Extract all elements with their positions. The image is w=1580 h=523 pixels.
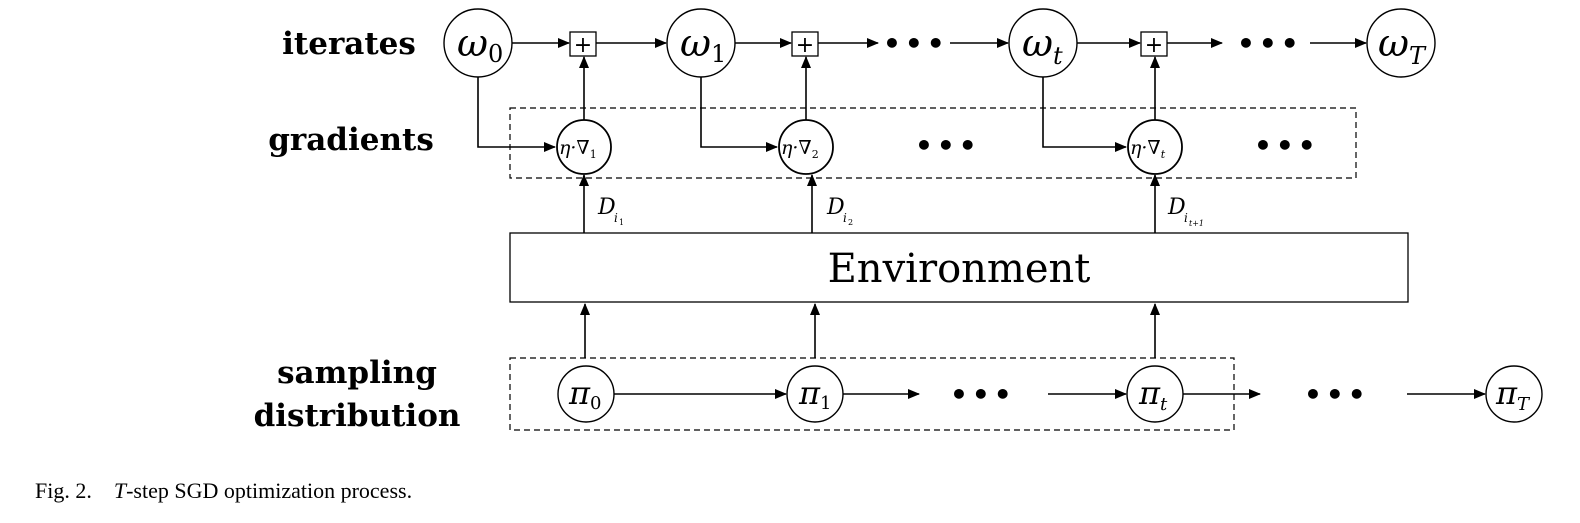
plus-box-1: +	[569, 31, 597, 58]
arrow-w0-grad1	[477, 77, 556, 152]
iterate-symbol: ω	[1022, 21, 1053, 65]
svg-text:π0: π0	[568, 374, 601, 414]
iterate-symbol: ω	[457, 21, 488, 65]
svg-text:πt: πt	[1138, 374, 1168, 415]
iterates-label: iterates	[282, 26, 416, 62]
svg-text:πT: πT	[1495, 374, 1531, 415]
iterate-node-wT: ωT	[1366, 8, 1436, 78]
svg-text:D: D	[826, 195, 845, 220]
svg-text:2: 2	[848, 218, 853, 227]
iterate-node-w1: ω1	[666, 8, 736, 78]
svg-text:ω1: ω1	[680, 21, 726, 68]
svg-text:π1: π1	[798, 374, 831, 414]
iterate-node-w0: ω0	[443, 8, 513, 78]
environment-box	[509, 232, 1409, 303]
iterate-symbol: ω	[680, 21, 711, 65]
iterates-ellipsis-1: •••	[883, 27, 949, 60]
svg-text:+: +	[796, 33, 814, 58]
svg-text:ω0: ω0	[457, 21, 503, 68]
svg-text:i: i	[1184, 211, 1188, 225]
sampling-node-p1: π1	[786, 365, 844, 423]
iterate-subscript: 1	[711, 40, 726, 68]
sampling-node-p0: π0	[557, 365, 615, 423]
iterate-subscript: t	[1053, 42, 1063, 70]
svg-text:ωt: ωt	[1022, 21, 1063, 70]
svg-text:+: +	[1145, 33, 1163, 58]
svg-text:i: i	[614, 211, 618, 225]
sampling-ellipsis-1: •••	[950, 378, 1016, 411]
svg-text:i: i	[843, 211, 847, 225]
sampling-label-line1: sampling	[277, 355, 437, 391]
svg-text:η·∇1: η·∇1	[559, 137, 597, 161]
gradients-label: gradients	[268, 122, 434, 158]
data-label-d1: D i 1	[597, 195, 624, 227]
arrow-wt-gradt	[1042, 77, 1127, 152]
svg-text:D: D	[597, 195, 616, 220]
sampling-ellipsis-2: •••	[1304, 378, 1370, 411]
caption-prefix: Fig. 2.	[35, 478, 92, 503]
svg-text:D: D	[1167, 195, 1186, 220]
svg-text:+: +	[574, 33, 592, 58]
caption-rest: -step SGD optimization process.	[126, 478, 412, 503]
figure-caption: Fig. 2. T-step SGD optimization process.	[35, 478, 412, 503]
iterates-ellipsis-2: •••	[1237, 27, 1303, 60]
gradient-node-t: η·∇t	[1127, 119, 1183, 175]
iterate-symbol: ω	[1378, 21, 1409, 65]
svg-text:η·∇t: η·∇t	[1130, 137, 1166, 161]
arrow-w1-grad2	[700, 77, 778, 152]
gradients-dashed-box	[509, 107, 1357, 179]
iterate-node-wt: ωt	[1008, 8, 1078, 78]
svg-text:η·∇2: η·∇2	[781, 137, 819, 161]
data-label-d2: D i 2	[826, 195, 853, 227]
svg-text:ωT: ωT	[1378, 21, 1427, 70]
sampling-node-pt: πt	[1126, 365, 1184, 423]
gradient-node-1: η·∇1	[556, 119, 612, 175]
sampling-node-pT: πT	[1485, 365, 1543, 423]
gradients-ellipsis-2: •••	[1254, 129, 1320, 162]
plus-box-2: +	[791, 31, 819, 58]
gradients-ellipsis-1: •••	[915, 129, 981, 162]
data-label-dt: D i t+1	[1167, 195, 1204, 228]
gradient-node-2: η·∇2	[778, 119, 834, 175]
svg-text:t+1: t+1	[1189, 219, 1204, 228]
plus-box-t: +	[1140, 31, 1168, 58]
svg-text:1: 1	[619, 218, 624, 227]
caption-T: T	[114, 478, 128, 503]
environment-label: Environment	[828, 246, 1091, 292]
iterate-subscript: 0	[488, 40, 503, 68]
iterate-subscript: T	[1409, 42, 1427, 70]
sampling-label-line2: distribution	[254, 398, 461, 434]
